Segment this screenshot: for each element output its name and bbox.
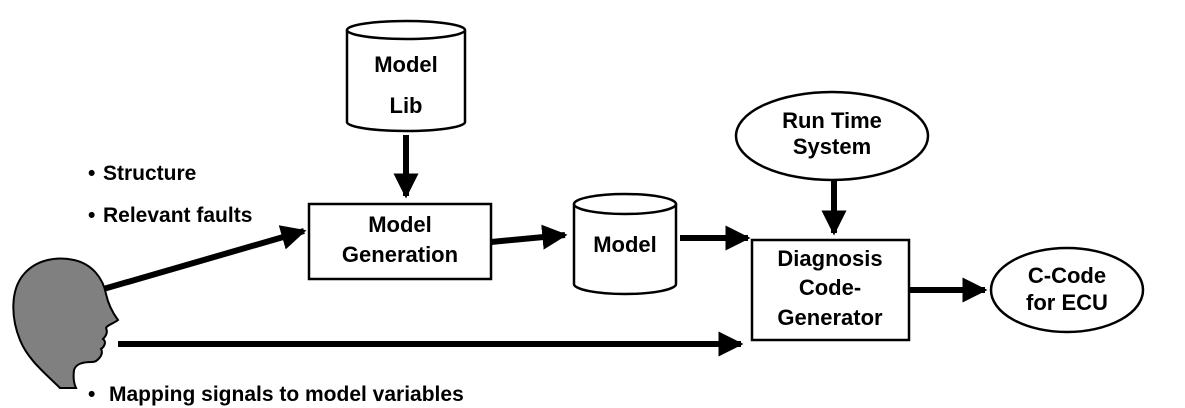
bullet-faults-text: Relevant faults	[103, 204, 252, 227]
run-time-label-line1: Run Time	[782, 108, 882, 133]
codegen-label-line2: Code-	[799, 275, 861, 300]
model-generation-box: Model Generation	[307, 202, 493, 281]
model-label: Model	[593, 232, 657, 257]
model-database: Model	[572, 192, 678, 296]
bullet-mapping-text: Mapping signals to model variables	[109, 383, 464, 406]
model-lib-label-line1: Model	[374, 52, 438, 77]
c-code-label-line2: for ECU	[1026, 290, 1108, 315]
bullet-mapping-symbol: •	[88, 383, 95, 406]
bullet-structure-symbol: •	[88, 162, 95, 185]
codegen-label-line1: Diagnosis	[777, 246, 882, 271]
model-lib-database: Model Lib	[345, 19, 467, 133]
codegen-label-line3: Generator	[777, 305, 883, 330]
arrow-engineer-to-generation	[99, 225, 307, 293]
c-code-label-line1: C-Code	[1028, 263, 1106, 288]
engineer-head-icon	[12, 257, 120, 389]
diagnosis-code-generator-box: Diagnosis Code- Generator	[750, 238, 911, 342]
model-generation-label-line1: Model	[368, 212, 432, 237]
bullet-structure: • Structure	[88, 162, 196, 185]
run-time-label-line2: System	[793, 134, 871, 159]
c-code-ecu-node: C-Code for ECU	[989, 246, 1145, 334]
bullet-faults-symbol: •	[88, 204, 95, 227]
bullet-mapping: • Mapping signals to model variables	[88, 383, 464, 406]
arrow-generation-to-model	[490, 224, 568, 250]
model-lib-label-line2: Lib	[390, 93, 423, 118]
model-generation-label-line2: Generation	[342, 242, 458, 267]
bullet-structure-text: Structure	[103, 162, 196, 185]
bullet-relevant-faults: • Relevant faults	[88, 204, 252, 227]
run-time-system-node: Run Time System	[734, 90, 930, 182]
